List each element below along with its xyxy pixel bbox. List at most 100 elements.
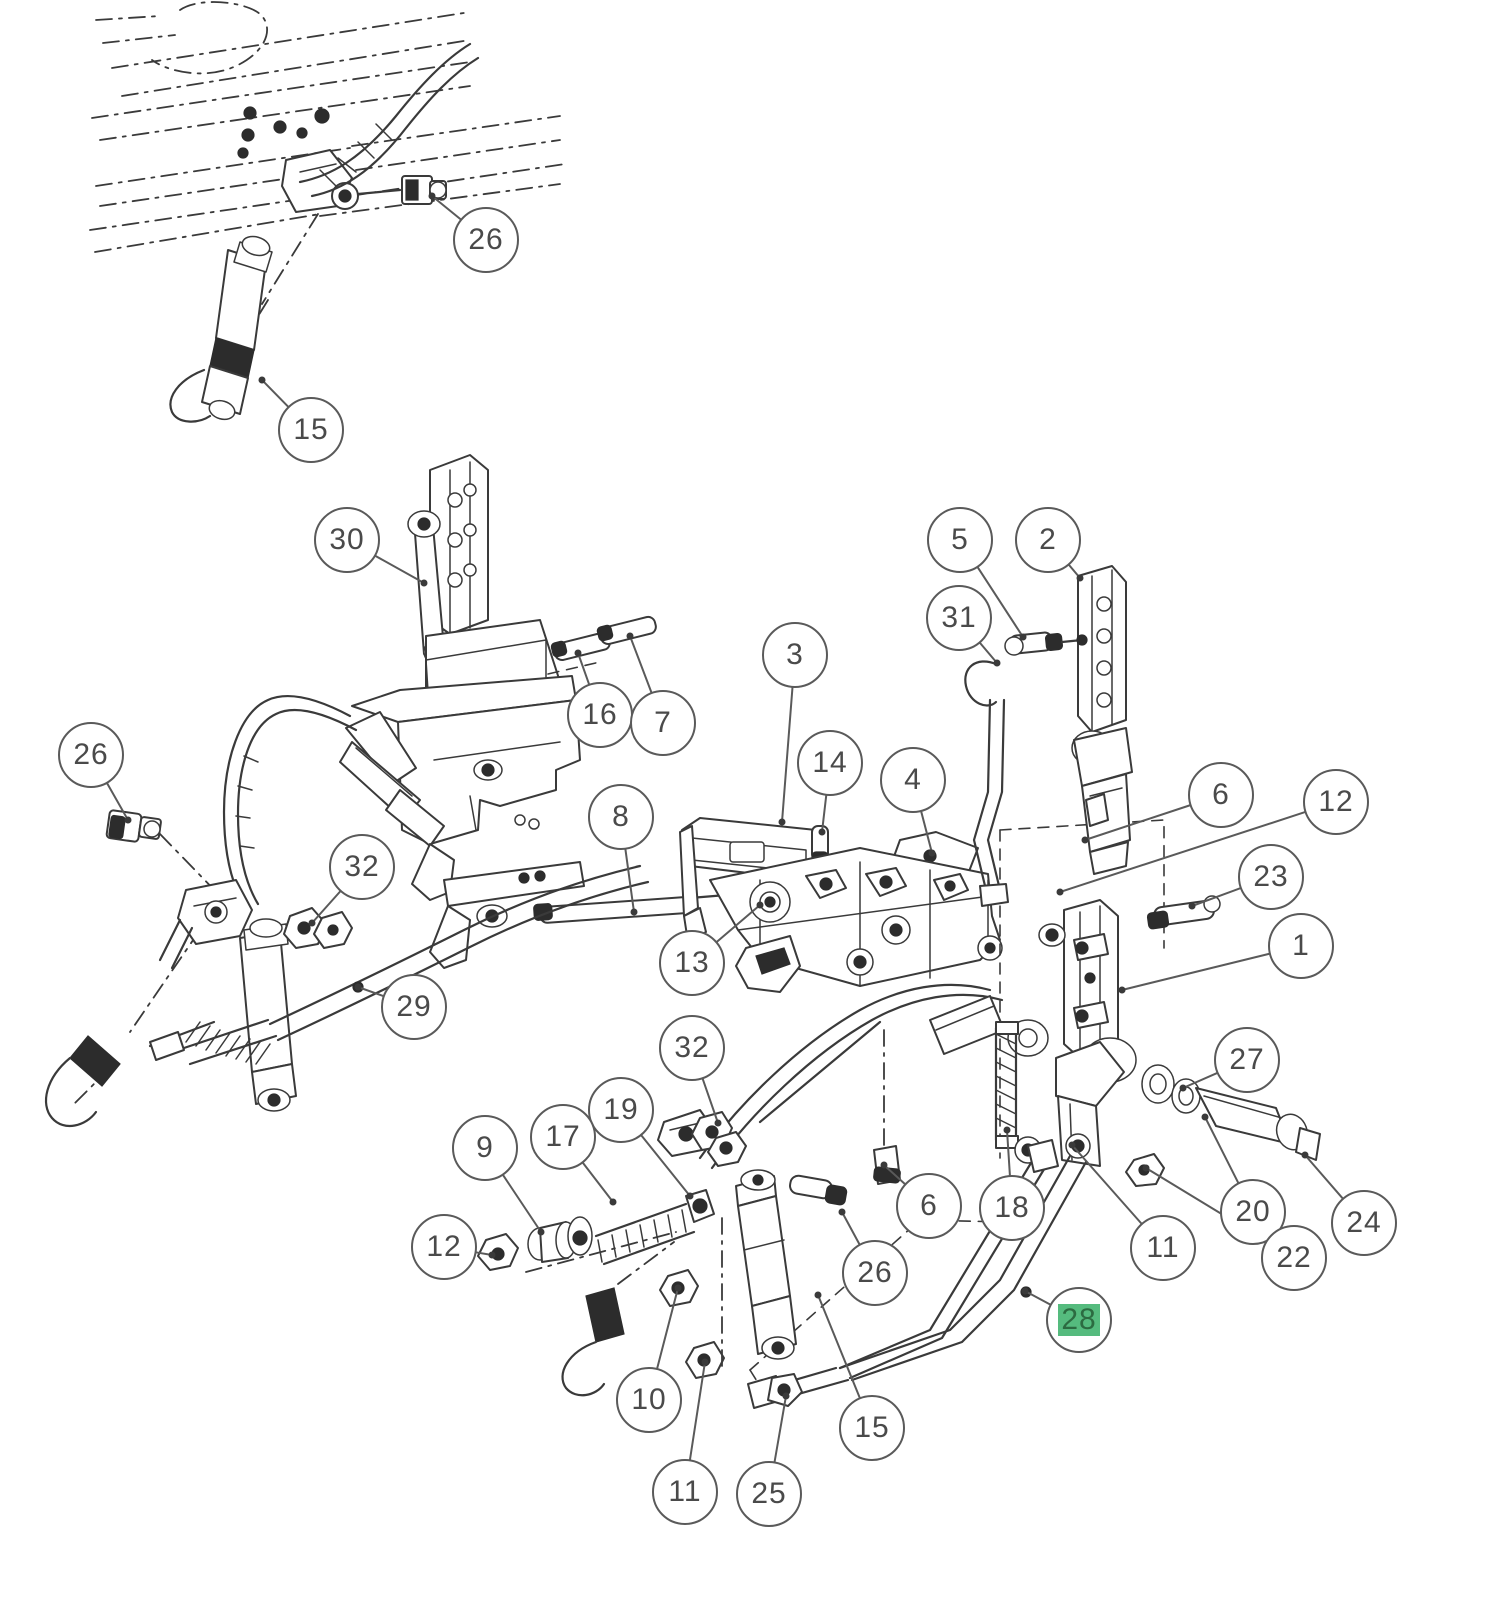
callout-number: 1 [1292, 929, 1310, 962]
leader-arrow-9 [537, 1228, 545, 1236]
leader-line-26 [431, 195, 462, 221]
callout-22[interactable]: 22 [1261, 1225, 1327, 1291]
leader-line-26 [106, 782, 129, 821]
leader-line-11 [689, 1361, 706, 1461]
callout-number: 6 [920, 1189, 938, 1222]
callout-8[interactable]: 8 [588, 784, 654, 850]
callout-number: 7 [654, 706, 672, 739]
leader-arrow-11 [1068, 1141, 1076, 1149]
callout-11[interactable]: 11 [1130, 1215, 1196, 1281]
leader-arrow-22 [1142, 1164, 1150, 1172]
callout-number: 10 [631, 1383, 667, 1416]
callout-25[interactable]: 25 [736, 1461, 802, 1527]
callout-number: 22 [1276, 1241, 1312, 1274]
callout-number: 9 [476, 1131, 494, 1164]
callout-15[interactable]: 15 [278, 397, 344, 463]
callout-number: 16 [582, 698, 618, 731]
callout-number: 17 [545, 1120, 581, 1153]
callout-number: 13 [674, 946, 710, 979]
callout-12[interactable]: 12 [411, 1214, 477, 1280]
leader-line-31 [979, 642, 998, 664]
callout-6[interactable]: 6 [1188, 762, 1254, 828]
leader-arrow-27 [1179, 1084, 1187, 1092]
leader-arrow-30 [420, 579, 428, 587]
leader-line-15 [261, 379, 289, 408]
leader-arrow-25 [782, 1392, 790, 1400]
leader-arrow-12 [1056, 888, 1064, 896]
leader-line-4 [920, 810, 933, 854]
callout-number: 6 [1212, 778, 1230, 811]
callout-26[interactable]: 26 [842, 1240, 908, 1306]
leader-arrow-3 [778, 818, 786, 826]
callout-9[interactable]: 9 [452, 1115, 518, 1181]
callout-number: 23 [1253, 860, 1289, 893]
callout-19[interactable]: 19 [588, 1077, 654, 1143]
callout-16[interactable]: 16 [567, 682, 633, 748]
callout-number: 26 [73, 738, 109, 771]
callout-4[interactable]: 4 [880, 747, 946, 813]
callout-number: 19 [603, 1093, 639, 1126]
callout-28-highlighted[interactable]: 28 [1046, 1287, 1112, 1353]
callout-13[interactable]: 13 [659, 930, 725, 996]
leader-line-32 [311, 890, 342, 924]
callout-27[interactable]: 27 [1214, 1027, 1280, 1093]
left-cylinder-group [44, 809, 650, 1128]
callout-number: 32 [674, 1031, 710, 1064]
callout-23[interactable]: 23 [1238, 844, 1304, 910]
callout-32[interactable]: 32 [659, 1015, 725, 1081]
callout-17[interactable]: 17 [530, 1104, 596, 1170]
callout-1[interactable]: 1 [1268, 913, 1334, 979]
leader-arrow-31 [993, 659, 1001, 667]
leader-arrow-29 [354, 983, 362, 991]
callout-26[interactable]: 26 [453, 207, 519, 273]
callout-12[interactable]: 12 [1303, 769, 1369, 835]
leader-line-27 [1182, 1072, 1218, 1089]
leader-line-13 [716, 904, 761, 943]
leader-arrow-18 [1003, 1126, 1011, 1134]
pin-5 [1004, 631, 1063, 656]
leader-line-20 [1204, 1116, 1240, 1184]
leader-line-8 [624, 848, 635, 913]
callout-11[interactable]: 11 [652, 1459, 718, 1525]
leader-line-3 [781, 686, 794, 823]
leader-line-25 [773, 1395, 787, 1463]
leader-arrow-23 [1188, 902, 1196, 910]
leader-line-28 [1024, 1290, 1051, 1306]
pin-26-lower [789, 1174, 848, 1206]
callout-31[interactable]: 31 [926, 585, 992, 651]
callout-26[interactable]: 26 [58, 722, 124, 788]
callout-14[interactable]: 14 [797, 730, 863, 796]
leader-line-7 [629, 635, 653, 694]
callout-number: 12 [426, 1230, 462, 1263]
leader-line-30 [374, 555, 425, 584]
callout-10[interactable]: 10 [616, 1367, 682, 1433]
leader-line-23 [1191, 887, 1242, 907]
callout-6[interactable]: 6 [896, 1173, 962, 1239]
callout-number: 2 [1039, 523, 1057, 556]
leader-arrow-26 [838, 1208, 846, 1216]
callout-5[interactable]: 5 [927, 507, 993, 573]
leader-arrow-26 [124, 816, 132, 824]
pin-23 [1146, 895, 1221, 930]
callout-7[interactable]: 7 [630, 690, 696, 756]
leader-line-15 [817, 1294, 861, 1399]
leader-line-18 [1006, 1129, 1011, 1177]
leader-line-1 [1121, 952, 1270, 991]
leader-line-6 [883, 1164, 906, 1185]
leader-line-11 [1071, 1144, 1143, 1225]
callout-number: 5 [951, 523, 969, 556]
callout-2[interactable]: 2 [1015, 507, 1081, 573]
leader-arrow-1 [1118, 986, 1126, 994]
leader-arrow-32 [714, 1119, 722, 1127]
callout-3[interactable]: 3 [762, 622, 828, 688]
callout-24[interactable]: 24 [1331, 1190, 1397, 1256]
callout-15[interactable]: 15 [839, 1395, 905, 1461]
callout-18[interactable]: 18 [979, 1175, 1045, 1241]
callout-number: 25 [751, 1477, 787, 1510]
callout-number: 18 [994, 1191, 1030, 1224]
leader-arrow-6 [880, 1161, 888, 1169]
callout-30[interactable]: 30 [314, 507, 380, 573]
callout-32[interactable]: 32 [329, 834, 395, 900]
callout-29[interactable]: 29 [381, 974, 447, 1040]
callout-number: 11 [1146, 1231, 1180, 1264]
